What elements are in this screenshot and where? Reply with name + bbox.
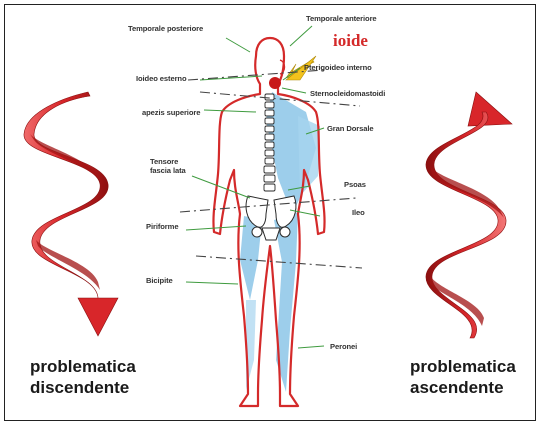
right-spiral-icon [426,92,512,338]
label-ioideo-esterno: Ioideo esterno [136,74,187,83]
caption-right-line-1: problematica [410,356,516,377]
label-tensore-line-2: fascia lata [150,166,186,175]
label-sternocleidomastoidi: Sternocleidomastoidi [310,89,385,98]
label-tensore-line-1: Tensore [150,157,186,166]
hyoid-title: ioide [333,31,368,51]
head-ear [280,60,285,74]
caption-left-line-1: problematica [30,356,136,377]
caption-left-line-2: discendente [30,377,136,398]
left-spiral-ribbon [24,92,108,300]
left-spiral-arrowhead [78,298,118,336]
pelvis [246,196,296,240]
right-spiral-arrowhead [468,92,512,126]
label-pterigoideo-interno: Pterigoideo interno [304,63,372,72]
human-body-figure [213,38,324,406]
label-bicipite: Bicipite [146,276,173,285]
label-piriforme: Piriforme [146,222,178,231]
hyoid-bone [269,77,281,89]
label-temporale-anteriore: Temporale anteriore [306,14,377,23]
label-gran-dorsale: Gran Dorsale [327,124,374,133]
body-outline [213,38,324,406]
caption-right: problematica ascendente [410,356,516,398]
muscle-chain-leg-right [274,212,298,392]
left-spiral-band-2 [30,134,106,186]
label-peronei: Peronei [330,342,357,351]
label-tensore-fascia-lata: Tensore fascia lata [150,157,186,175]
label-apezis-superiore: apezis superiore [142,108,200,117]
caption-right-line-2: ascendente [410,377,516,398]
label-temporale-posteriore: Temporale posteriore [128,24,203,33]
right-spiral-band-2 [430,276,484,326]
label-ileo: Ileo [352,208,365,217]
left-spiral-band-3 [36,240,100,290]
left-spiral-icon [24,92,118,336]
caption-left: problematica discendente [30,356,136,398]
label-psoas: Psoas [344,180,366,189]
